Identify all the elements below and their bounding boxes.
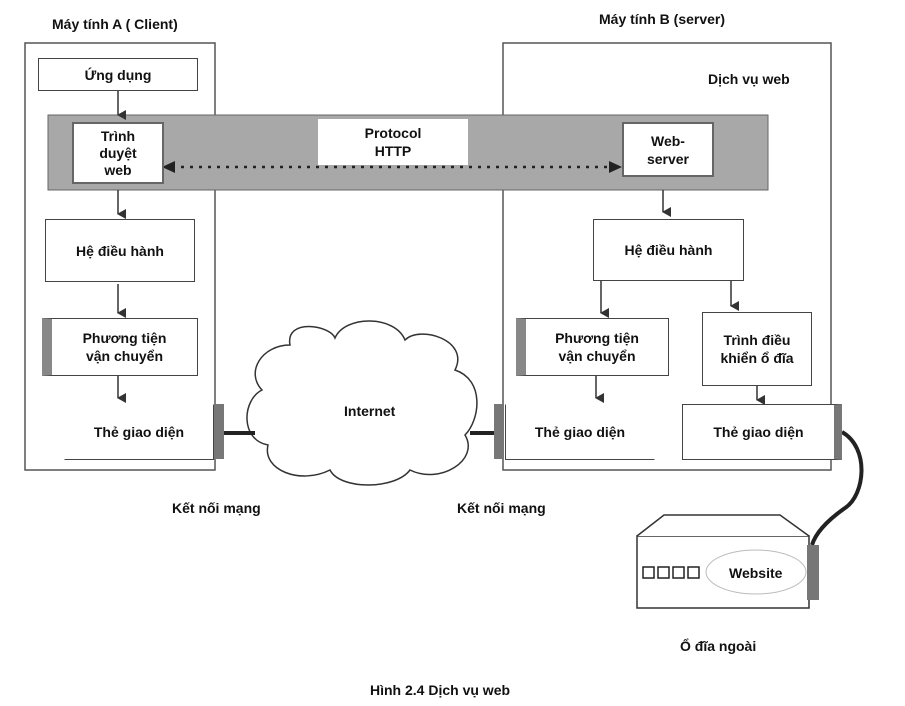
webserver-label: Web- server	[646, 132, 690, 167]
internet-cloud	[246, 320, 478, 486]
server-os-label: Hệ điều hành	[624, 242, 713, 258]
client-transport-box: Phương tiện vận chuyển	[42, 318, 198, 376]
disk-led-4	[687, 566, 700, 579]
client-title: Máy tính A ( Client)	[52, 16, 178, 32]
server-nic-left-label: Thẻ giao diện	[534, 424, 626, 440]
client-frame	[24, 42, 216, 471]
disk-connector	[807, 545, 819, 600]
network-right-label: Kết nối mạng	[457, 500, 546, 516]
disk-led-3	[672, 566, 685, 579]
client-browser-label: Trình duyệt web	[99, 127, 137, 178]
server-frame	[502, 42, 832, 471]
client-app-box: Ứng dụng	[38, 58, 198, 91]
http-arrow-left	[162, 161, 175, 173]
server-transport-label: Phương tiện vận chuyển	[555, 330, 639, 364]
disk-led-2	[657, 566, 670, 579]
disk-website-ellipse	[705, 549, 807, 595]
disk-top	[636, 514, 810, 537]
client-os-box: Hệ điều hành	[45, 219, 195, 282]
client-transport-label: Phương tiện vận chuyển	[82, 330, 167, 364]
server-title: Máy tính B (server)	[599, 11, 726, 27]
webserver-box: Web- server	[622, 122, 714, 177]
website-label: Website	[729, 565, 783, 581]
client-nic-box: Thẻ giao diện	[64, 404, 214, 460]
server-nic-left-box: Thẻ giao diện	[505, 404, 655, 460]
external-disk-label: Ổ đĩa ngoài	[680, 638, 757, 654]
disk-led-1	[642, 566, 655, 579]
disk-cable	[810, 430, 864, 546]
server-nic-right-box: Thẻ giao diện	[682, 404, 842, 460]
protocol-label: Protocol HTTP	[364, 125, 422, 159]
server-transport-box: Phương tiện vận chuyển	[516, 318, 669, 376]
server-service-label: Dịch vụ web	[708, 71, 790, 87]
server-os-box: Hệ điều hành	[593, 219, 744, 281]
client-app-label: Ứng dụng	[84, 66, 152, 83]
http-arrow-right	[609, 161, 622, 173]
client-os-label: Hệ điều hành	[76, 242, 164, 259]
disk-driver-box: Trình điều khiển ổ đĩa	[702, 312, 812, 386]
figure-caption: Hình 2.4 Dịch vụ web	[370, 682, 511, 698]
client-nic-label: Thẻ giao diện	[93, 424, 185, 440]
internet-label: Internet	[344, 403, 396, 419]
client-browser-box: Trình duyệt web	[72, 122, 164, 184]
protocol-box: Protocol HTTP	[318, 119, 468, 165]
server-port	[494, 404, 504, 459]
server-nic-right-label: Thẻ giao diện	[713, 424, 804, 440]
client-port	[214, 404, 224, 459]
network-left-label: Kết nối mạng	[172, 500, 261, 516]
disk-driver-label: Trình điều khiển ổ đĩa	[720, 332, 794, 366]
